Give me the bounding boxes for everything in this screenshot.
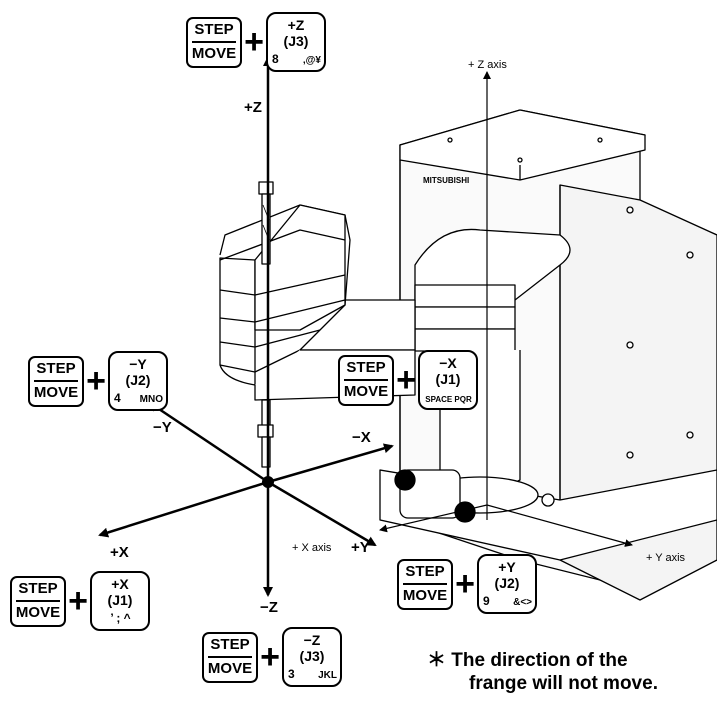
key-joint: (J3) [284,33,309,49]
key-divider [16,600,60,602]
move-label: MOVE [34,384,78,402]
label-minus-y: −Y [153,419,172,436]
key-divider [34,380,78,382]
key-number: 3 [288,667,295,681]
axis-minus-x [268,446,392,482]
key-chars: JKL [318,670,337,681]
jog-minus-y-key[interactable]: −Y (J2) 4 MNO [108,351,168,411]
jog-plus-y-key[interactable]: +Y (J2) 9 &<> [477,554,537,614]
move-label: MOVE [192,45,236,63]
key-divider [192,41,236,43]
key-joint: (J1) [108,592,133,608]
world-y-label: + Y axis [646,552,686,564]
key-divider [344,379,388,381]
jog-minus-z-key[interactable]: −Z (J3) 3 JKL [282,627,342,687]
key-joint: (J3) [300,648,325,664]
label-plus-y: +Y [351,539,370,556]
origin-dot [262,476,274,488]
step-label: STEP [194,21,233,39]
key-direction: +X [111,576,129,592]
combo-minus-x: STEP MOVE + −X (J1) SPACE PQR [338,350,478,410]
move-label: MOVE [344,383,388,401]
step-move-key[interactable]: STEP MOVE [186,17,242,68]
move-label: MOVE [208,660,252,678]
key-chars: SPACE PQR [425,395,472,404]
key-direction: +Z [288,17,305,33]
key-chars: ,@¥ [303,55,321,66]
label-plus-x: +X [110,544,129,561]
footnote-line-2: frange will not move. [469,673,658,695]
key-direction: +Y [498,559,516,575]
plus-sign: + [85,366,107,396]
plus-sign: + [259,642,281,672]
step-move-key[interactable]: STEP MOVE [338,355,394,406]
key-divider [208,656,252,658]
step-move-key[interactable]: STEP MOVE [397,559,453,610]
step-move-key[interactable]: STEP MOVE [10,576,66,627]
footnote-line-1: ＊ The direction of the [427,645,628,672]
key-chars: MNO [140,394,163,405]
key-joint: (J2) [126,372,151,388]
step-label: STEP [405,563,444,581]
combo-plus-y: STEP MOVE + +Y (J2) 9 &<> [397,554,537,614]
plus-sign: + [395,365,417,395]
label-minus-x: −X [352,429,371,446]
move-label: MOVE [403,587,447,605]
world-z-label: + Z axis [468,59,507,71]
label-plus-z: +Z [244,99,262,116]
plus-sign: + [67,586,89,616]
step-label: STEP [210,636,249,654]
key-number: 8 [272,52,279,66]
key-joint: (J1) [436,371,461,387]
axis-plus-y [268,482,375,545]
key-number: 9 [483,594,490,608]
key-chars: &<> [513,597,532,608]
move-label: MOVE [16,604,60,622]
jog-plus-x-key[interactable]: +X (J1) ’ ; ^ [90,571,150,631]
key-number: 4 [114,391,121,405]
key-direction: −X [439,355,457,371]
world-x-label: + X axis [292,542,332,554]
step-label: STEP [346,359,385,377]
jog-minus-x-key[interactable]: −X (J1) SPACE PQR [418,350,478,410]
combo-minus-y: STEP MOVE + −Y (J2) 4 MNO [28,351,168,411]
step-move-key[interactable]: STEP MOVE [28,356,84,407]
jog-plus-z-key[interactable]: +Z (J3) 8 ,@¥ [266,12,326,72]
axis-plus-x [100,482,268,535]
key-direction: −Y [129,356,147,372]
step-label: STEP [18,580,57,598]
combo-minus-z: STEP MOVE + −Z (J3) 3 JKL [202,627,342,687]
plus-sign: + [243,27,265,57]
brand-logo: MITSUBISHI [423,176,469,185]
key-joint: (J2) [495,575,520,591]
axis-minus-y [150,403,268,482]
combo-plus-z: STEP MOVE + +Z (J3) 8 ,@¥ [186,12,326,72]
step-move-key[interactable]: STEP MOVE [202,632,258,683]
key-chars: ’ ; ^ [110,611,130,625]
label-minus-z: −Z [260,599,278,616]
plus-sign: + [454,569,476,599]
key-direction: −Z [304,632,321,648]
step-label: STEP [36,360,75,378]
key-divider [403,583,447,585]
combo-plus-x: STEP MOVE + +X (J1) ’ ; ^ [10,571,150,631]
